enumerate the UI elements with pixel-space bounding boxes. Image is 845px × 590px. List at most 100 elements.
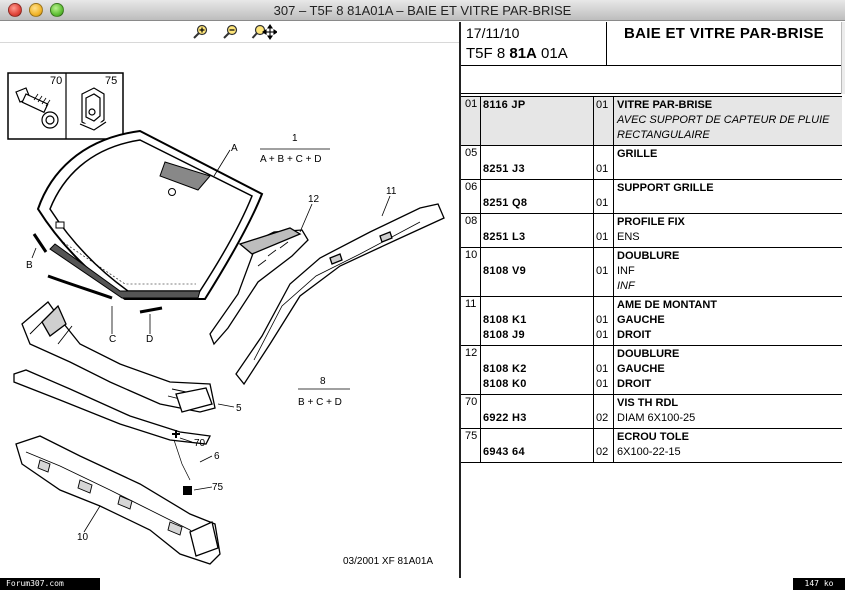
part-description-line: DIAM 6X100-25	[617, 412, 696, 424]
header-code-prefix: T5F 8	[466, 45, 510, 62]
part-reference: 8108 K2	[483, 363, 527, 375]
part-reference-cell: 8116 JP	[481, 97, 594, 145]
callout-70: 70	[194, 438, 206, 449]
part-description-line: DROIT	[617, 329, 652, 341]
callout-8: 8	[320, 376, 326, 387]
part-description-line: AME DE MONTANT	[617, 299, 718, 311]
minimize-window-button[interactable]	[29, 3, 43, 17]
part-index: 70	[461, 395, 481, 428]
part-description-cell: VITRE PAR-BRISE AVEC SUPPORT DE CAPTEUR D…	[614, 97, 842, 145]
part-description-line: DROIT	[617, 378, 652, 390]
lower-crossmember-part	[15, 435, 221, 565]
part-description-line: AVEC SUPPORT DE CAPTEUR DE PLUIE	[617, 114, 830, 126]
inset-label-75: 75	[105, 75, 117, 87]
header-code-suffix: 01A	[536, 45, 568, 62]
part-reference: 8251 Q8	[483, 197, 528, 209]
part-description-line: INF	[617, 265, 635, 277]
fastener-markers	[172, 430, 192, 495]
part-quantity	[596, 215, 613, 230]
part-reference	[483, 215, 593, 230]
part-quantity-cell: 02	[594, 429, 614, 462]
pillar-core-part	[235, 203, 445, 386]
callout-a: A	[231, 143, 238, 154]
part-reference	[483, 347, 593, 362]
part-description-line	[617, 162, 842, 177]
vertical-scrollbar[interactable]	[841, 22, 845, 94]
part-quantity-cell: 01	[594, 214, 614, 247]
window-title: 307 – T5F 8 81A01A – BAIE ET VITRE PAR-B…	[273, 3, 572, 18]
part-description-line: PROFILE FIX	[617, 216, 685, 228]
zoom-toolbar	[190, 23, 278, 41]
toolbar-divider	[0, 42, 459, 43]
part-quantity	[596, 147, 613, 162]
part-index: 10	[461, 248, 481, 296]
part-reference-cell: 8108 K2 8108 K0	[481, 346, 594, 394]
part-index: 12	[461, 346, 481, 394]
part-description-line: VITRE PAR-BRISE	[617, 99, 713, 111]
part-reference	[483, 249, 593, 264]
status-file-size: 147 ko	[793, 578, 845, 590]
part-reference	[483, 396, 593, 411]
zoom-window-button[interactable]	[50, 3, 64, 17]
zoom-in-button[interactable]	[190, 23, 212, 41]
part-quantity-cell: 01	[594, 180, 614, 213]
part-reference: 8116 JP	[483, 99, 526, 111]
part-quantity: 01	[596, 99, 609, 111]
callout-75: 75	[212, 482, 224, 493]
zoom-out-icon	[223, 24, 238, 39]
callout-11: 11	[386, 186, 397, 197]
callout-10: 10	[77, 532, 89, 543]
part-description-line: RECTANGULAIRE	[617, 129, 710, 141]
part-reference	[483, 181, 593, 196]
part-reference-cell: 8108 V9	[481, 248, 594, 296]
part-quantity	[596, 249, 613, 264]
part-reference-cell: 8251 Q8	[481, 180, 594, 213]
part-quantity: 01	[596, 314, 609, 326]
part-quantity	[596, 396, 613, 411]
zoom-out-button[interactable]	[220, 23, 242, 41]
part-quantity: 01	[596, 163, 609, 175]
pillar-lining-part	[209, 227, 309, 346]
header-spacer	[461, 66, 841, 94]
part-description-line: GAUCHE	[617, 314, 665, 326]
callout-12: 12	[308, 194, 320, 205]
close-window-button[interactable]	[8, 3, 22, 17]
part-reference: 8108 J9	[483, 329, 525, 341]
part-description-cell: AME DE MONTANT GAUCHE DROIT	[614, 297, 842, 345]
parts-table: 01 8116 JP 01 VITRE PAR-BRISE AVEC SUPPORT D…	[461, 96, 842, 463]
part-description-line: SUPPORT GRILLE	[617, 182, 714, 194]
part-quantity: 01	[596, 265, 609, 277]
part-reference: 8108 V9	[483, 265, 527, 277]
part-description-line: INF	[617, 280, 635, 292]
callout-d: D	[146, 334, 153, 345]
zoom-in-icon	[193, 24, 208, 39]
part-reference-cell: 6943 64	[481, 429, 594, 462]
part-quantity: 01	[596, 197, 609, 209]
part-description-cell: GRILLE	[614, 146, 842, 179]
part-reference: 6922 H3	[483, 412, 527, 424]
part-reference: 8108 K0	[483, 378, 527, 390]
part-description-line: ECROU TOLE	[617, 431, 689, 443]
part-reference-cell: 8251 J3	[481, 146, 594, 179]
zoom-fit-icon	[251, 24, 277, 40]
zoom-fit-button[interactable]	[250, 23, 278, 41]
part-reference-cell: 8251 L3	[481, 214, 594, 247]
inset-label-70: 70	[50, 75, 62, 87]
part-quantity	[596, 347, 613, 362]
part-index: 06	[461, 180, 481, 213]
part-quantity: 01	[596, 378, 609, 390]
